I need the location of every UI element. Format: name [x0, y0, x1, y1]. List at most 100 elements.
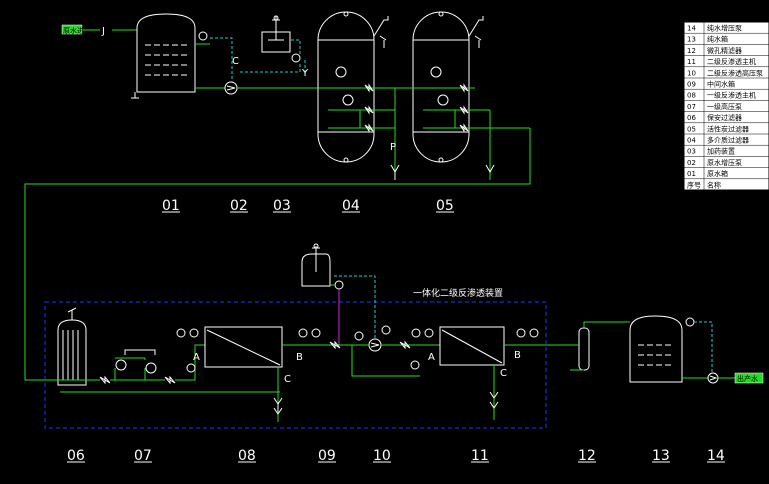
legend-row: 13 纯水箱	[687, 35, 728, 44]
legend-row-number: 06	[687, 114, 696, 122]
svg-text:C: C	[500, 368, 507, 379]
section-number-04: 04	[342, 198, 360, 214]
high-pressure-pump-2-icon	[368, 338, 382, 352]
svg-text:11: 11	[471, 448, 489, 464]
legend-row-name: 二级反渗透主机	[707, 57, 756, 66]
svg-text:出产水: 出产水	[737, 374, 758, 383]
svg-text:P: P	[390, 142, 396, 153]
raw-water-pump-icon	[224, 81, 238, 95]
high-pressure-pump-1-icon	[115, 359, 157, 374]
svg-text:Y: Y	[301, 68, 309, 79]
gauge-icon	[685, 317, 695, 327]
legend-row: 09 中间水箱	[687, 80, 735, 89]
section-number-10: 10	[373, 448, 391, 464]
legend-row-number: 09	[687, 81, 696, 89]
svg-text:B: B	[296, 352, 303, 363]
legend-row: 01 原水箱	[687, 169, 728, 178]
dosing-tank	[261, 15, 291, 53]
svg-text:01: 01	[162, 198, 180, 214]
legend-row-name: 活性炭过滤器	[707, 124, 749, 133]
legend-row-name: 加药装置	[707, 147, 735, 156]
legend-row: 08 一级反渗透主机	[687, 91, 756, 100]
raw-water-tank	[131, 13, 196, 99]
legend-row: 04 多介质过滤器	[687, 136, 749, 145]
legend-row: 序号名称	[687, 180, 721, 189]
section-number-11: 11	[471, 448, 489, 464]
pure-water-pump-icon	[707, 372, 719, 384]
legend-row-name: 原水增压泵	[707, 158, 742, 167]
activated-carbon-filter-tank	[412, 11, 470, 163]
svg-text:02: 02	[230, 198, 248, 214]
legend-row-number: 10	[687, 69, 696, 77]
legend-row-name: 名称	[707, 180, 721, 189]
svg-text:14: 14	[707, 448, 725, 464]
dosing-pump-icon	[334, 280, 344, 290]
raw-water-inlet-tag: 原水进	[61, 24, 84, 35]
legend-row: 14 纯水增压泵	[687, 24, 742, 33]
svg-text:A: A	[193, 352, 200, 363]
gauge-icon	[176, 328, 199, 373]
section-number-13: 13	[652, 448, 670, 464]
first-stage-ro-module	[204, 326, 283, 368]
gauge-icon	[430, 66, 449, 106]
legend-row: 12 微孔精滤器	[687, 46, 742, 55]
legend-row-number: 04	[687, 137, 696, 145]
gauge-icon	[516, 328, 539, 338]
legend-row-number: 序号	[687, 180, 701, 189]
legend-row-name: 微孔精滤器	[707, 46, 742, 55]
gauge-icon	[195, 31, 210, 45]
gauge-icon	[335, 66, 354, 106]
legend-row-number: 02	[687, 159, 696, 167]
antiscalant-dosing-tank	[301, 243, 331, 287]
product-water-outlet-tag: 出产水	[734, 372, 764, 384]
legend-row-name: 一级高压泵	[707, 102, 742, 111]
legend-row-number: 11	[687, 58, 696, 66]
legend-row-name: 纯水箱	[707, 35, 728, 44]
svg-text:09: 09	[318, 448, 336, 464]
multimedia-filter-tank	[317, 11, 375, 163]
section-number-08: 08	[238, 448, 256, 464]
section-number-12: 12	[578, 448, 596, 464]
legend-row-number: 13	[687, 36, 696, 44]
svg-text:原水进: 原水进	[63, 26, 84, 35]
section-number-09: 09	[318, 448, 336, 464]
svg-text:12: 12	[578, 448, 596, 464]
svg-text:08: 08	[238, 448, 256, 464]
legend-row-name: 多介质过滤器	[707, 136, 749, 145]
port-j-label: J	[101, 26, 105, 37]
svg-text:05: 05	[436, 198, 454, 214]
gauge-icon	[298, 328, 321, 338]
section-number-07: 07	[134, 448, 152, 464]
legend-row-number: 14	[687, 25, 696, 33]
svg-text:B: B	[514, 350, 521, 361]
legend-row-number: 12	[687, 47, 696, 55]
second-stage-ro-module	[439, 326, 505, 366]
dosing-pump-icon	[291, 53, 301, 63]
legend-row-number: 01	[687, 170, 696, 178]
section-number-14: 14	[707, 448, 725, 464]
legend-row-name: 保安过滤器	[707, 113, 742, 122]
gauge-icon	[354, 325, 434, 370]
section-number-02: 02	[230, 198, 248, 214]
svg-text:06: 06	[67, 448, 85, 464]
svg-text:04: 04	[342, 198, 360, 214]
section-number-03: 03	[273, 198, 291, 214]
micro-filter	[578, 327, 590, 371]
svg-text:10: 10	[373, 448, 391, 464]
ro-skid-boundary	[44, 301, 547, 429]
legend-row-name: 原水箱	[707, 169, 728, 178]
legend-row: 11 二级反渗透主机	[687, 57, 756, 66]
legend-row-name: 中间水箱	[707, 80, 735, 89]
svg-text:C: C	[284, 374, 291, 385]
port-c-label: C	[232, 56, 239, 67]
legend-row-name: 纯水增压泵	[707, 24, 742, 33]
security-filter	[57, 307, 87, 386]
legend-row-name: 一级反渗透主机	[707, 91, 756, 100]
legend-row-number: 08	[687, 92, 696, 100]
